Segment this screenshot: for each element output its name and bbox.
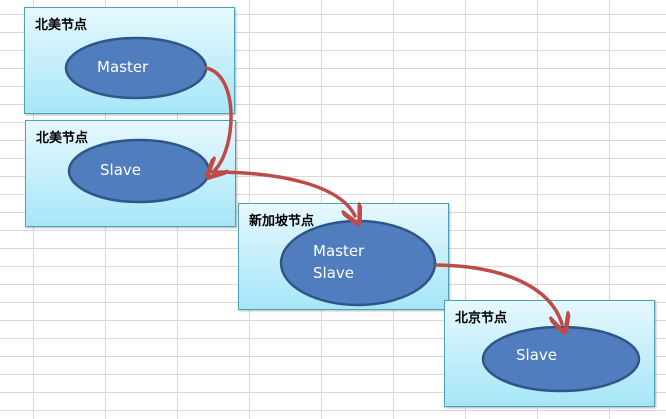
node-title: 北美节点 xyxy=(35,18,88,33)
node-title: 新加坡节点 xyxy=(249,214,315,229)
ellipse-master-slave-sg xyxy=(279,219,437,307)
node-title: 北美节点 xyxy=(36,131,89,146)
replication-arrow-1 xyxy=(206,66,233,171)
role-label: Slave xyxy=(516,346,557,364)
replication-arrow-2 xyxy=(210,170,355,216)
role-label: Master xyxy=(313,242,365,260)
role-label: Master xyxy=(97,58,149,76)
role-label: Slave xyxy=(313,264,354,282)
ellipse-slave-bj xyxy=(481,325,641,393)
role-label: Slave xyxy=(100,161,141,179)
node-title: 北京节点 xyxy=(455,311,508,326)
replication-arrow-3 xyxy=(435,263,562,324)
